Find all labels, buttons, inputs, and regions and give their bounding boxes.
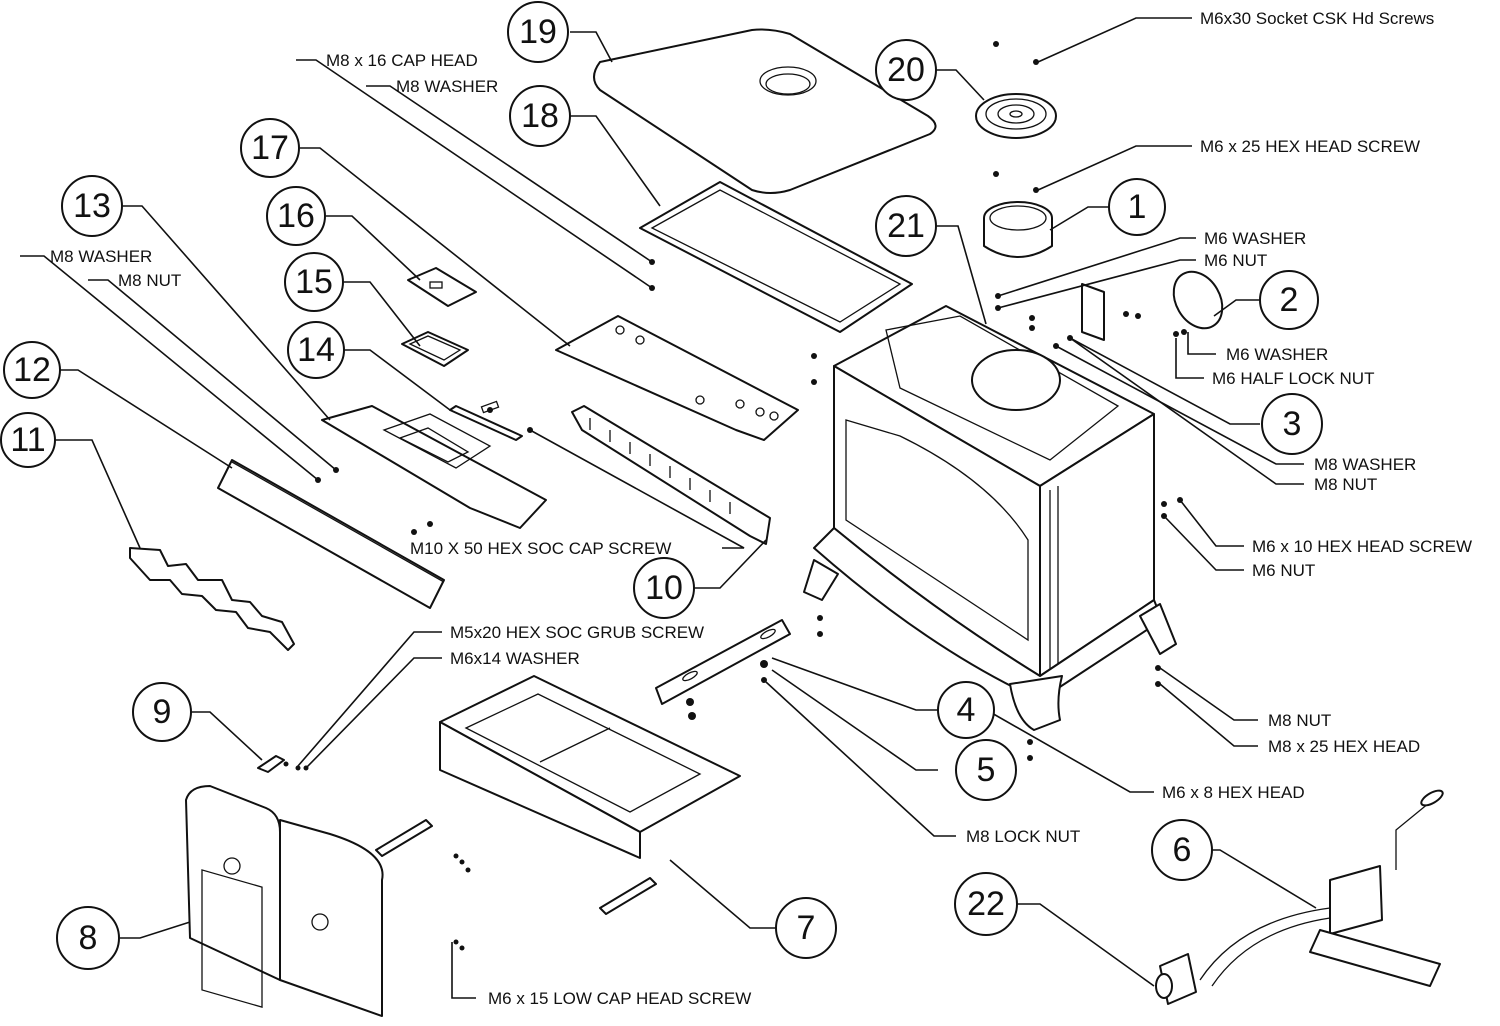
part-18-gasket — [639, 181, 913, 333]
label-m8-nut-left: M8 NUT — [118, 271, 181, 290]
svg-text:19: 19 — [519, 13, 557, 51]
callout-6: 6 — [1151, 819, 1213, 881]
callout-12: 12 — [3, 341, 61, 399]
svg-text:18: 18 — [521, 97, 559, 135]
label-m8x25-hex: M8 x 25 HEX HEAD — [1268, 737, 1420, 756]
label-m10x50: M10 X 50 HEX SOC CAP SCREW — [410, 539, 671, 558]
svg-text:12: 12 — [13, 351, 51, 389]
svg-text:9: 9 — [153, 693, 172, 731]
svg-text:13: 13 — [73, 187, 111, 225]
callout-18: 18 — [509, 85, 571, 147]
label-m5x20-grub: M5x20 HEX SOC GRUB SCREW — [450, 623, 704, 642]
callout-8: 8 — [56, 906, 120, 970]
callout-16: 16 — [266, 186, 326, 246]
part-16-cover-plate — [407, 267, 477, 307]
label-m8-nut-legs: M8 NUT — [1268, 711, 1331, 730]
callout-11: 11 — [0, 412, 56, 468]
part-11-log-retainer — [129, 547, 295, 651]
part-12-fire-bar — [217, 459, 445, 609]
label-m8-washer-right: M8 WASHER — [1314, 455, 1416, 474]
leader-lines — [20, 17, 1317, 999]
label-m8-lock-nut: M8 LOCK NUT — [966, 827, 1080, 846]
label-m8-washer-top: M8 WASHER — [396, 77, 498, 96]
label-m6-washer-right: M6 WASHER — [1226, 345, 1328, 364]
svg-text:4: 4 — [957, 691, 976, 729]
part-2-rear-plate — [1081, 270, 1224, 341]
part-21-stove-body — [803, 305, 1177, 731]
callout-5: 5 — [955, 739, 1017, 801]
part-ash-pan-rail — [655, 619, 791, 705]
svg-text:16: 16 — [277, 197, 315, 235]
svg-text:15: 15 — [295, 263, 333, 301]
part-13-throat-plate — [321, 405, 547, 529]
callout-9: 9 — [132, 682, 192, 742]
svg-text:3: 3 — [1283, 405, 1302, 443]
callout-4: 4 — [937, 681, 995, 739]
part-22-spigot — [1155, 953, 1197, 1005]
label-m6x8-hex: M6 x 8 HEX HEAD — [1162, 783, 1305, 802]
label-m6x14-washer: M6x14 WASHER — [450, 649, 580, 668]
svg-text:14: 14 — [297, 331, 335, 369]
fasteners — [283, 41, 1187, 951]
part-15-gasket — [401, 331, 469, 367]
svg-text:20: 20 — [887, 51, 925, 89]
label-m6-nut-top: M6 NUT — [1204, 251, 1267, 270]
label-m6x15-low-cap: M6 x 15 LOW CAP HEAD SCREW — [488, 989, 751, 1008]
callout-14: 14 — [287, 321, 345, 379]
part-1-flue-collar — [983, 201, 1053, 258]
label-m8-nut-right: M8 NUT — [1314, 475, 1377, 494]
callout-3: 3 — [1261, 393, 1323, 455]
svg-text:5: 5 — [977, 751, 996, 789]
label-m6x30-csk: M6x30 Socket CSK Hd Screws — [1200, 9, 1434, 28]
svg-text:1: 1 — [1128, 188, 1147, 226]
svg-text:10: 10 — [645, 569, 683, 607]
part-6-air-control — [1199, 789, 1444, 987]
label-m6x10-hex: M6 x 10 HEX HEAD SCREW — [1252, 537, 1472, 556]
callout-17: 17 — [240, 118, 300, 178]
svg-text:22: 22 — [967, 885, 1005, 923]
callout-20: 20 — [875, 39, 937, 101]
part-17-baffle — [555, 315, 799, 441]
svg-text:8: 8 — [79, 919, 98, 957]
svg-text:2: 2 — [1280, 281, 1299, 319]
part-8-doors — [185, 785, 384, 1017]
label-m6x25-hex: M6 x 25 HEX HEAD SCREW — [1200, 137, 1420, 156]
part-20-hob-plate — [975, 93, 1057, 139]
callout-2: 2 — [1259, 270, 1319, 330]
part-14-seal-strip — [449, 400, 523, 441]
svg-text:17: 17 — [251, 129, 289, 167]
label-m6-nut-right: M6 NUT — [1252, 561, 1315, 580]
label-m6-washer-top: M6 WASHER — [1204, 229, 1306, 248]
label-m6-half-lock-nut: M6 HALF LOCK NUT — [1212, 369, 1374, 388]
callout-22: 22 — [954, 872, 1018, 936]
callout-13: 13 — [61, 175, 123, 237]
callout-15: 15 — [284, 252, 344, 312]
part-9-bracket — [257, 755, 285, 773]
callout-7: 7 — [775, 897, 837, 959]
callout-1: 1 — [1108, 178, 1166, 236]
part-19-top-plate — [593, 28, 937, 194]
svg-text:6: 6 — [1173, 831, 1192, 869]
label-m8-washer-left: M8 WASHER — [50, 247, 152, 266]
callout-19: 19 — [507, 1, 569, 63]
part-7-grate-assembly — [375, 675, 741, 915]
callout-21: 21 — [875, 195, 937, 257]
svg-text:11: 11 — [10, 421, 45, 459]
part-10-grate-bars — [571, 405, 771, 545]
callout-10: 10 — [633, 557, 695, 619]
svg-text:7: 7 — [797, 909, 816, 947]
svg-text:21: 21 — [887, 207, 925, 245]
label-m8x16-cap-head: M8 x 16 CAP HEAD — [326, 51, 478, 70]
